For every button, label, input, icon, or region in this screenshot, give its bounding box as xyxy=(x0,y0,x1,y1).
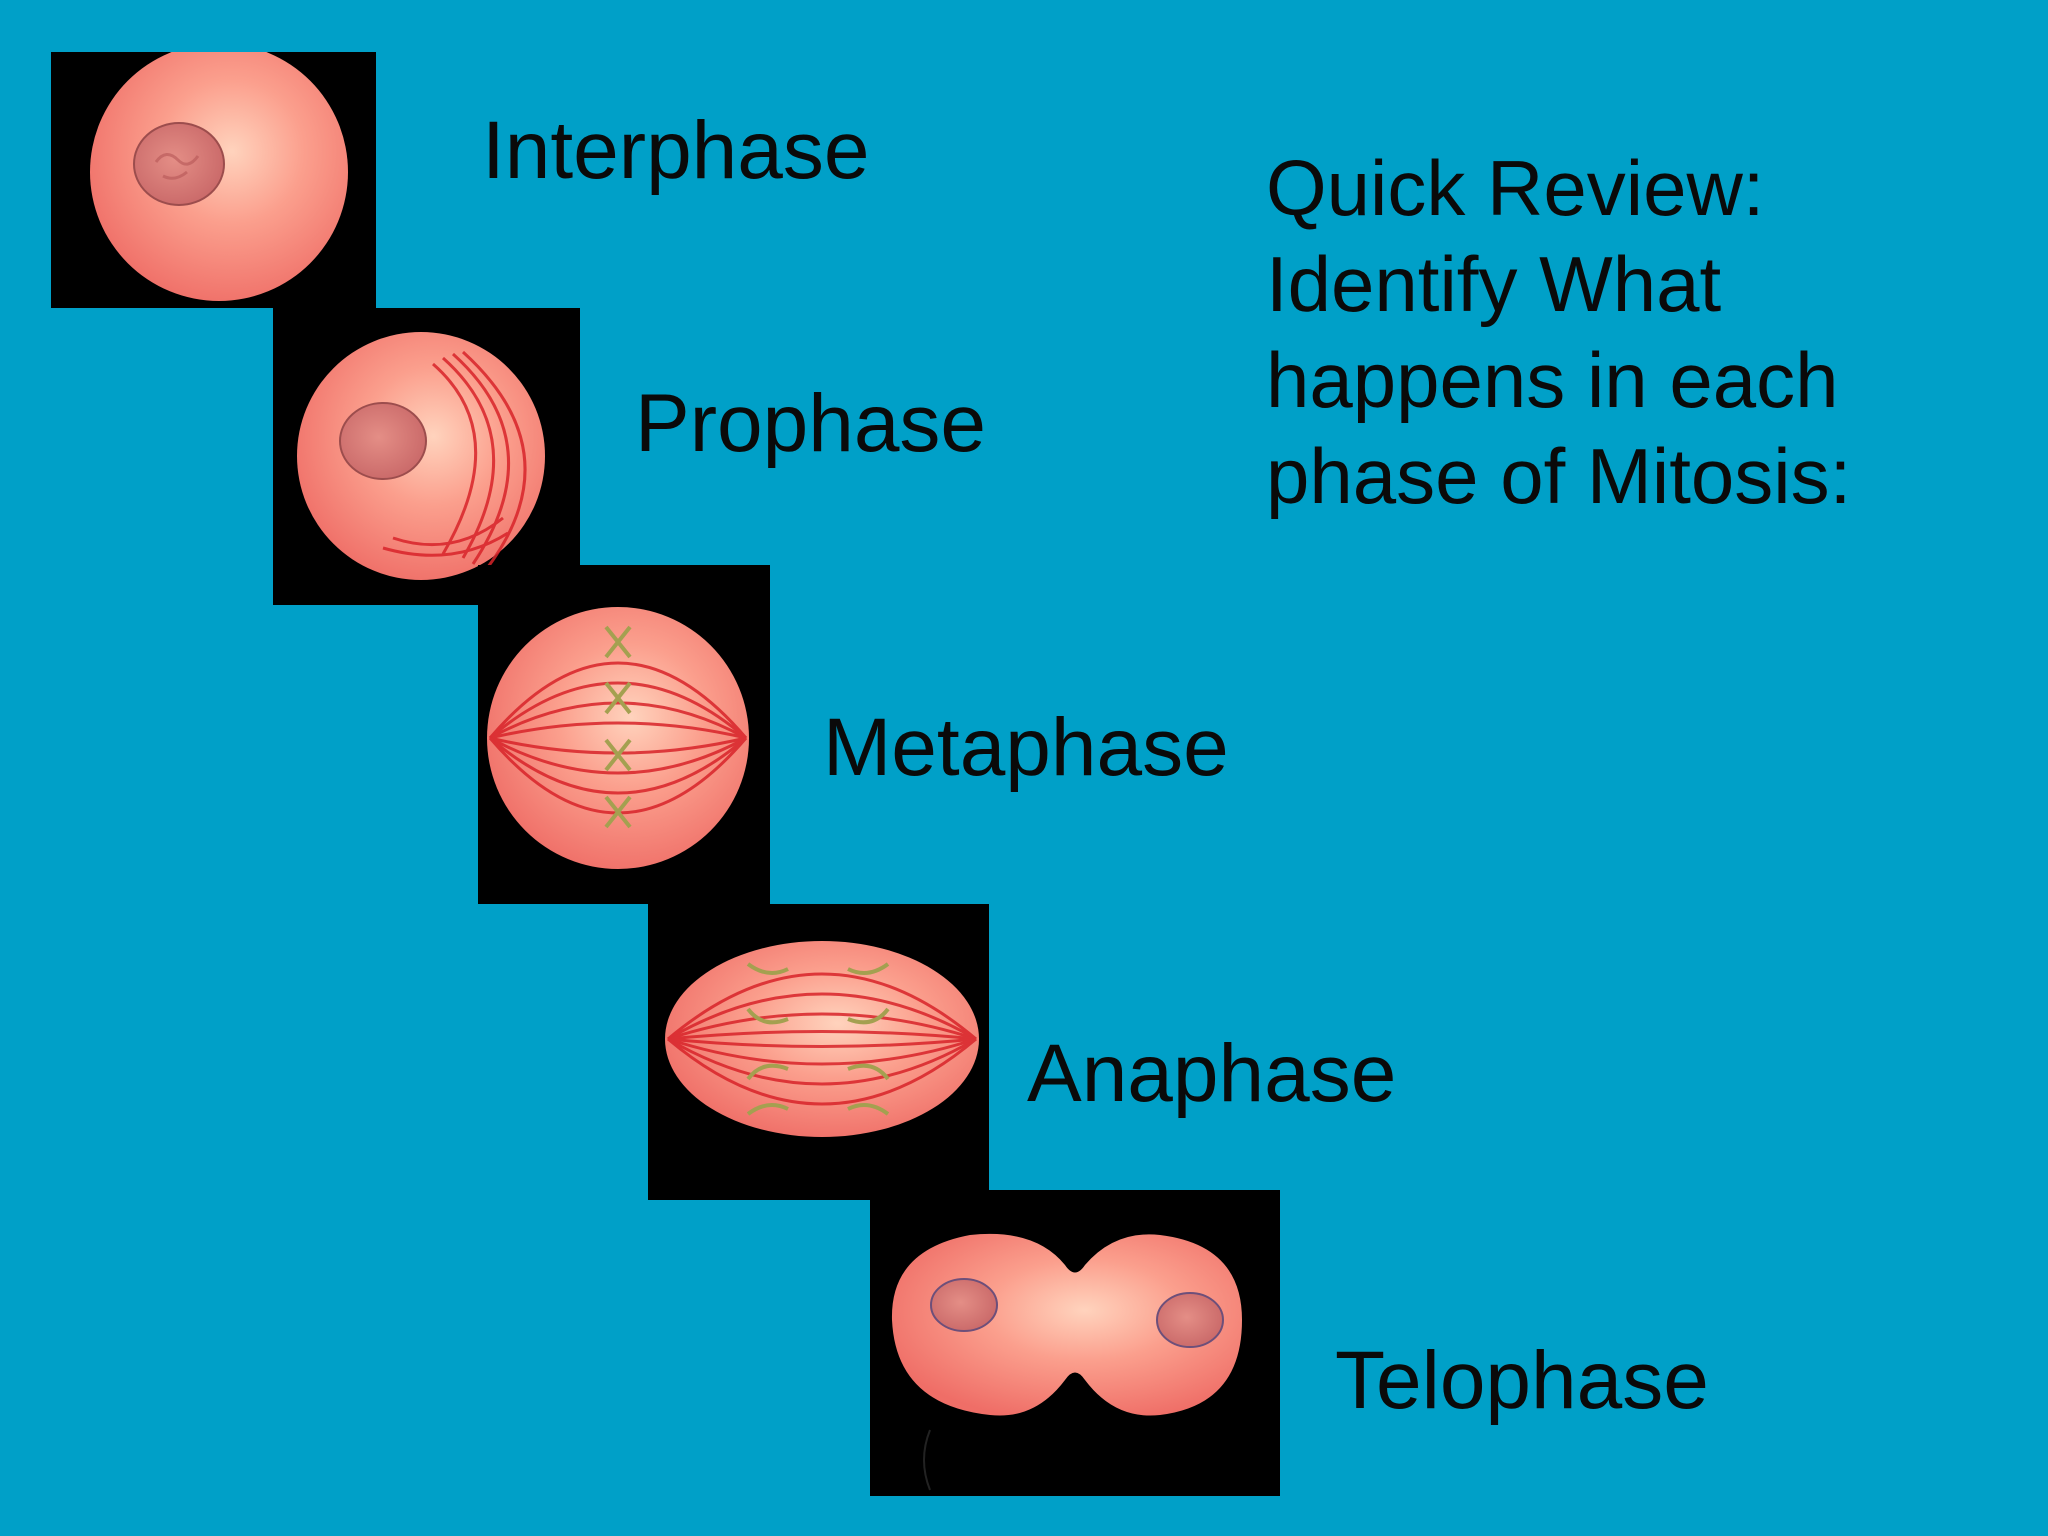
telophase-cell-illustration xyxy=(891,1233,1242,1491)
metaphase-panel xyxy=(478,565,770,904)
metaphase-cell xyxy=(487,607,749,869)
prophase-spindle-fibers xyxy=(382,350,527,568)
metaphase-label: Metaphase xyxy=(823,702,1229,793)
anaphase-cell-illustration xyxy=(665,941,979,1137)
prophase-label: Prophase xyxy=(635,378,987,469)
anaphase-cell xyxy=(665,941,979,1137)
metaphase-chromosomes xyxy=(604,625,632,829)
telophase-nucleus-left xyxy=(930,1278,998,1332)
interphase-nucleus xyxy=(133,122,225,206)
interphase-panel xyxy=(51,52,376,308)
prophase-nucleus xyxy=(339,402,427,480)
telophase-label: Telophase xyxy=(1335,1335,1709,1426)
telophase-nucleus-right xyxy=(1156,1292,1224,1348)
review-line: Identify What xyxy=(1266,240,1722,328)
anaphase-chromosomes xyxy=(746,962,890,1116)
metaphase-cell-illustration xyxy=(487,607,749,869)
prophase-panel xyxy=(273,308,580,605)
anaphase-spindle-fibers xyxy=(667,972,977,1106)
review-line: phase of Mitosis: xyxy=(1266,432,1852,520)
anaphase-panel xyxy=(648,904,989,1200)
telophase-panel xyxy=(870,1190,1280,1496)
interphase-cell-illustration xyxy=(90,52,348,301)
prophase-cell-illustration xyxy=(297,332,545,580)
anaphase-label: Anaphase xyxy=(1027,1028,1397,1119)
review-line: Quick Review: xyxy=(1266,144,1765,232)
interphase-label: Interphase xyxy=(482,105,870,196)
quick-review-text: Quick Review: Identify What happens in e… xyxy=(1266,140,1851,524)
telophase-cell xyxy=(891,1233,1242,1416)
review-line: happens in each xyxy=(1266,336,1839,424)
